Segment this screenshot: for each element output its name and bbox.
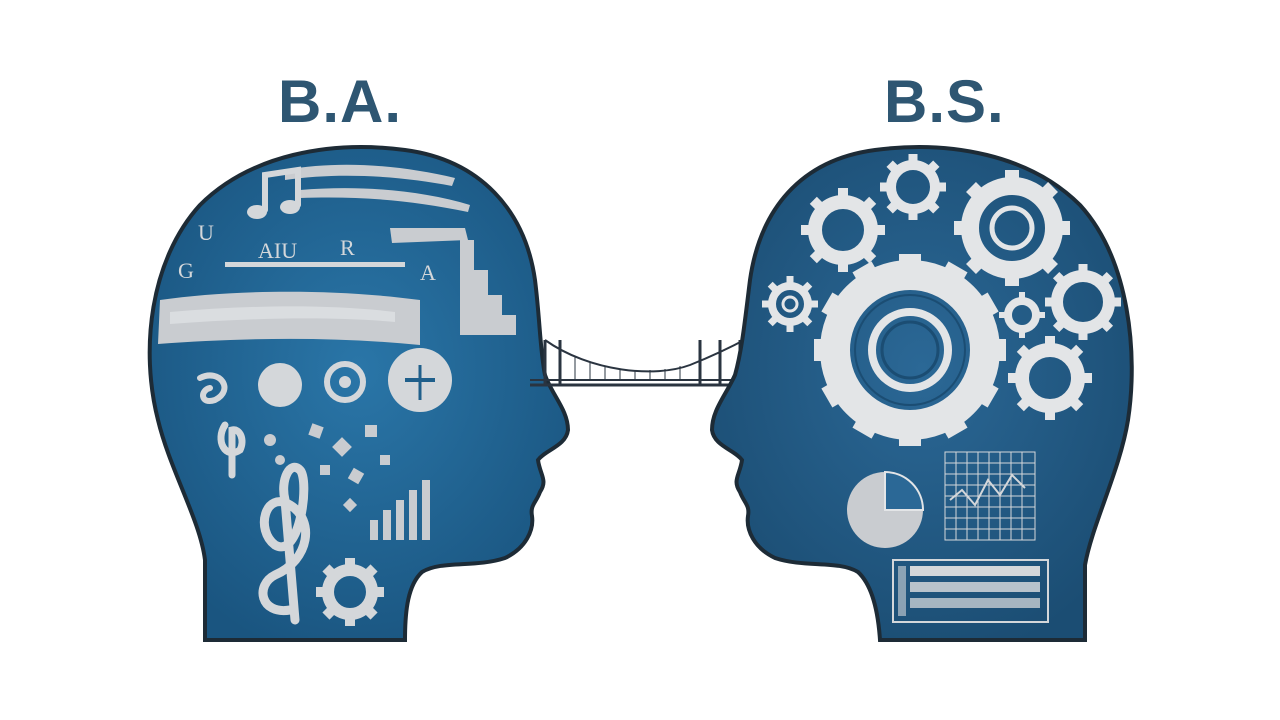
bs-degree-label: B.S. xyxy=(884,68,1005,135)
right-head xyxy=(709,145,1134,642)
theater-mask-icon xyxy=(258,348,452,412)
paint-stroke-icon xyxy=(158,164,470,345)
bar-chart-icon xyxy=(370,240,516,540)
scattered-shapes xyxy=(264,423,390,513)
svg-text:AIU: AIU xyxy=(258,238,297,263)
bridge-icon xyxy=(530,337,760,387)
ba-degree-label: B.A. xyxy=(278,68,402,135)
data-table-icon xyxy=(892,559,1049,623)
gear-icon xyxy=(316,361,384,626)
treble-clef-icon xyxy=(197,372,310,625)
text-glyphs: U G AIU R A xyxy=(178,220,436,285)
pie-chart-icon xyxy=(847,470,925,548)
music-note-icon xyxy=(247,166,301,219)
svg-text:R: R xyxy=(340,235,355,260)
svg-text:U: U xyxy=(198,220,214,245)
gear-icon xyxy=(762,154,1121,446)
svg-text:G: G xyxy=(178,258,194,283)
svg-text:A: A xyxy=(420,260,436,285)
grid-chart-icon xyxy=(944,451,1036,541)
left-head: U G AIU R A xyxy=(147,145,571,642)
